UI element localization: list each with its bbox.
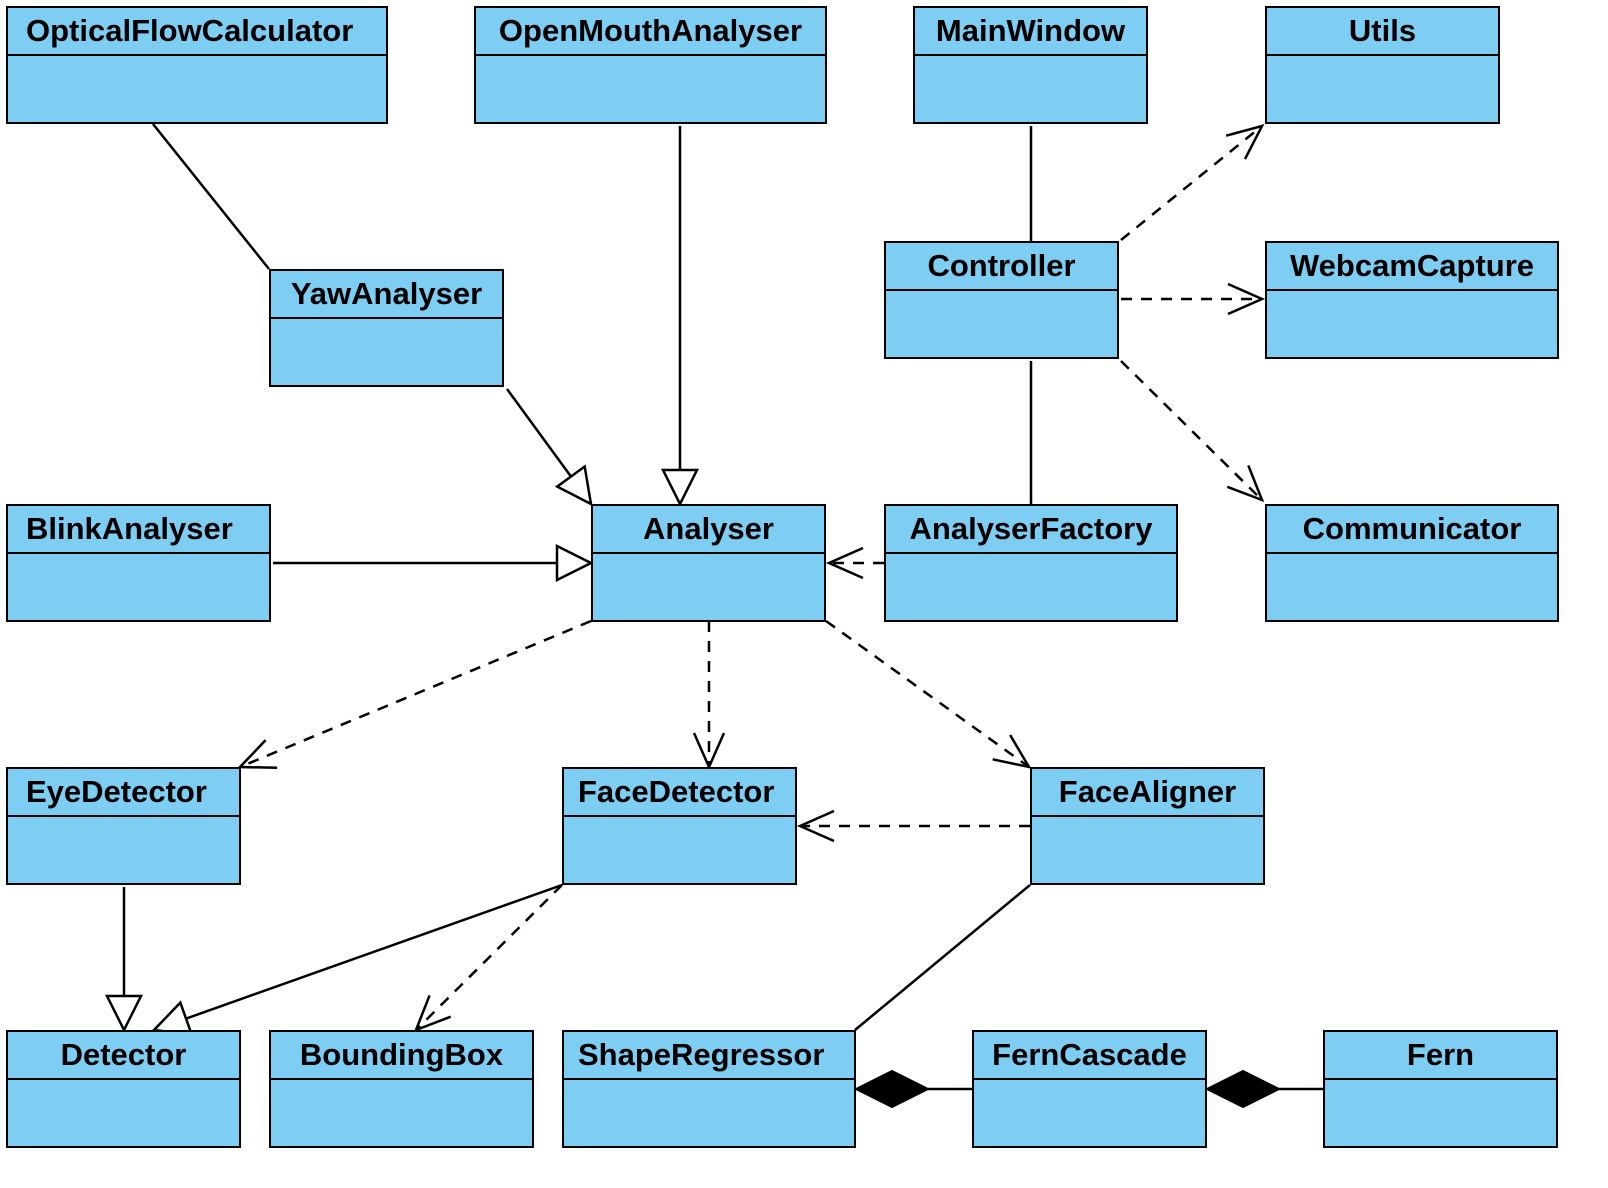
class-controller[interactable]: Controller	[884, 241, 1119, 359]
relation-dependency-analyser-to-eye-detector	[237, 619, 592, 770]
relation-composition-fern-to-fern-cascade	[1204, 1069, 1323, 1109]
class-name: WebcamCapture	[1267, 243, 1557, 291]
class-name: MainWindow	[915, 8, 1146, 56]
class-shape-regressor[interactable]: ShapeRegressor	[562, 1030, 856, 1148]
class-name: Controller	[886, 243, 1117, 291]
class-face-aligner[interactable]: FaceAligner	[1030, 767, 1265, 885]
class-face-detector[interactable]: FaceDetector	[562, 767, 797, 885]
class-name: AnalyserFactory	[886, 506, 1176, 554]
class-blink-analyser[interactable]: BlinkAnalyser	[6, 504, 271, 622]
hollow-triangle-head	[554, 464, 593, 507]
class-fern-cascade[interactable]: FernCascade	[972, 1030, 1207, 1148]
relation-dependency-controller-to-webcam-capture	[1121, 282, 1266, 316]
relation-dependency-analyser-to-face-aligner	[825, 619, 1032, 769]
class-name: Communicator	[1267, 506, 1557, 554]
class-main-window[interactable]: MainWindow	[913, 6, 1148, 124]
class-name: OpenMouthAnalyser	[476, 8, 825, 56]
hollow-triangle-head	[555, 543, 594, 583]
class-name: Detector	[8, 1032, 239, 1080]
relation-dependency-controller-to-communicator	[1120, 360, 1265, 503]
relation-dependency-controller-to-utils	[1120, 124, 1265, 241]
class-yaw-analyser[interactable]: YawAnalyser	[269, 269, 504, 387]
class-name: FernCascade	[974, 1032, 1205, 1080]
relation-composition-fern-cascade-to-shape-regressor	[853, 1069, 972, 1109]
class-name: Fern	[1325, 1032, 1556, 1080]
hollow-triangle-head	[104, 994, 144, 1033]
class-fern[interactable]: Fern	[1323, 1030, 1558, 1148]
class-name: EyeDetector	[8, 769, 239, 817]
class-open-mouth-analyser[interactable]: OpenMouthAnalyser	[474, 6, 827, 124]
relation-generalization-yaw-analyser-to-analyser	[505, 388, 593, 507]
open-arrow-head	[1226, 464, 1265, 503]
class-utils[interactable]: Utils	[1265, 6, 1500, 124]
relation-dependency-analyser-to-face-detector	[692, 621, 726, 771]
relation-dependency-face-aligner-to-face-detector	[796, 809, 1030, 843]
class-communicator[interactable]: Communicator	[1265, 504, 1559, 622]
class-name: ShapeRegressor	[564, 1032, 854, 1080]
class-bounding-box[interactable]: BoundingBox	[269, 1030, 534, 1148]
class-analyser[interactable]: Analyser	[591, 504, 826, 622]
open-arrow-head	[796, 809, 835, 843]
class-name: FaceDetector	[564, 769, 795, 817]
class-name: Analyser	[593, 506, 824, 554]
class-name: BoundingBox	[271, 1032, 532, 1080]
class-name: Utils	[1267, 8, 1498, 56]
class-name: BlinkAnalyser	[8, 506, 269, 554]
class-detector[interactable]: Detector	[6, 1030, 241, 1148]
class-name: FaceAligner	[1032, 769, 1263, 817]
relation-dependency-analyser-factory-to-analyser	[825, 546, 884, 580]
filled-diamond	[1204, 1069, 1282, 1109]
class-webcam-capture[interactable]: WebcamCapture	[1265, 241, 1559, 359]
class-optical-flow-calculator[interactable]: OpticalFlowCalculator	[6, 6, 388, 124]
class-name: OpticalFlowCalculator	[8, 8, 386, 56]
class-analyser-factory[interactable]: AnalyserFactory	[884, 504, 1178, 622]
relation-association-optical-flow-calculator-to-yaw-analyser	[152, 123, 270, 270]
relation-generalization-blink-analyser-to-analyser	[273, 543, 594, 583]
class-name: YawAnalyser	[271, 271, 502, 319]
relation-dependency-face-detector-to-bounding-box	[413, 884, 563, 1033]
relation-association-face-aligner-to-shape-regressor	[854, 884, 1031, 1031]
open-arrow-head	[825, 546, 864, 580]
open-arrow-head	[1225, 124, 1265, 160]
relation-generalization-open-mouth-analyser-to-analyser	[660, 126, 700, 507]
open-arrow-head	[992, 734, 1032, 769]
filled-diamond	[853, 1069, 931, 1109]
relation-generalization-face-detector-to-detector	[151, 883, 563, 1037]
hollow-triangle-head	[660, 468, 700, 507]
open-arrow-head	[1227, 282, 1266, 316]
class-eye-detector[interactable]: EyeDetector	[6, 767, 241, 885]
relation-generalization-eye-detector-to-detector	[104, 887, 144, 1033]
